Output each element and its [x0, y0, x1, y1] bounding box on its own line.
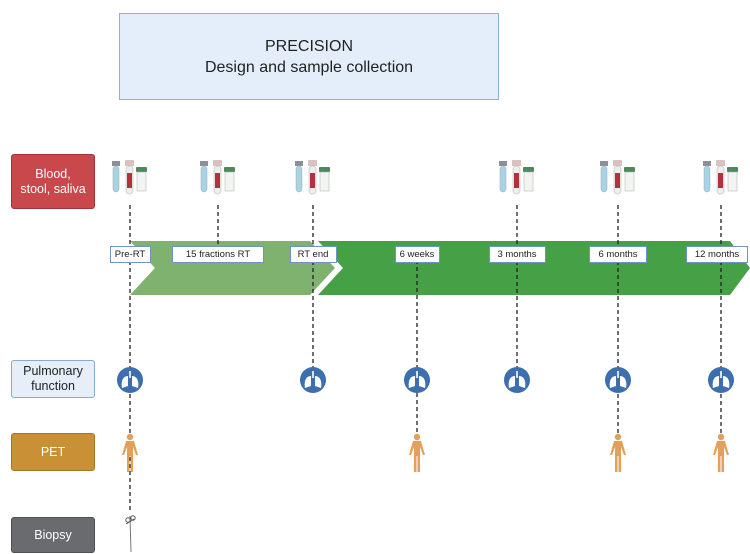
timepoint-label: 15 fractions RT [172, 246, 264, 263]
timepoint-label: 12 months [686, 246, 748, 263]
timepoint-label: 6 weeks [394, 246, 440, 263]
row-label-pet-text: PET [40, 444, 66, 459]
sample-tubes-icon [703, 160, 738, 195]
row-label-pet: PET [11, 433, 95, 471]
lungs-icon [300, 367, 326, 393]
row-label-biopsy: Biopsy [11, 517, 95, 553]
person-icon [122, 433, 138, 472]
lungs-icon [605, 367, 631, 393]
lungs-icon [117, 367, 143, 393]
sample-tubes-icon [112, 160, 147, 195]
sample-tubes-icon [600, 160, 635, 195]
title-line-2: Design and sample collection [204, 58, 414, 76]
sample-tubes-icon [295, 160, 330, 195]
lungs-icon [504, 367, 530, 393]
row-label-pulmonary: Pulmonary function [11, 360, 95, 398]
timepoint-icons [112, 160, 738, 553]
title-box: PRECISION Design and sample collection [119, 13, 499, 100]
row-label-biopsy-text: Biopsy [34, 527, 72, 542]
row-label-pulmonary-text: Pulmonary function [23, 364, 83, 393]
lungs-icon [404, 367, 430, 393]
timepoint-label: RT end [289, 246, 337, 263]
timepoint-label: 3 months [488, 246, 546, 263]
person-icon [610, 433, 626, 472]
lungs-icon [708, 367, 734, 393]
title-line-1: PRECISION [264, 37, 353, 55]
row-label-blood: Blood, stool, saliva [11, 154, 95, 209]
timepoint-label: 6 months [589, 246, 647, 263]
person-icon [713, 433, 729, 472]
sample-tubes-icon [499, 160, 534, 195]
person-icon [409, 433, 425, 472]
row-label-blood-text: Blood, stool, saliva [20, 166, 86, 196]
biopsy-needle-icon [125, 515, 136, 553]
sample-tubes-icon [200, 160, 235, 195]
timepoint-label: Pre-RT [109, 246, 151, 263]
